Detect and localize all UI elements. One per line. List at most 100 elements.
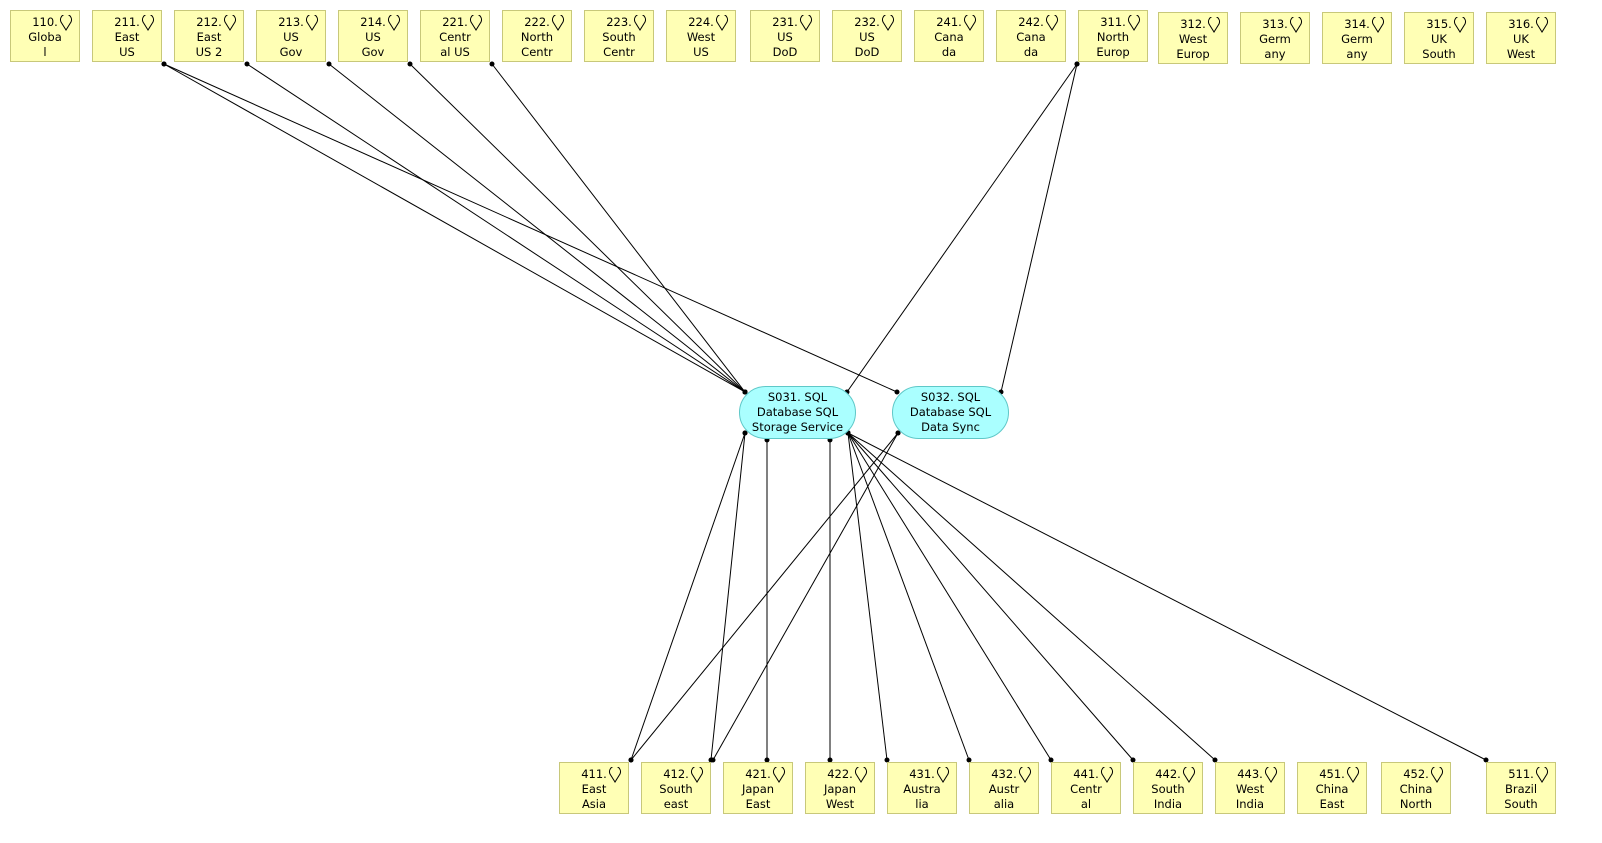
association-line[interactable] <box>328 63 746 393</box>
location-name-line1: China <box>1315 782 1349 796</box>
association-line[interactable] <box>630 432 746 761</box>
association-line[interactable] <box>710 432 746 761</box>
location-name-line2: India <box>1153 797 1183 811</box>
location-pin-icon <box>855 767 867 783</box>
association-line[interactable] <box>846 63 1078 393</box>
association-line[interactable] <box>630 432 899 761</box>
location-name-line1: West <box>686 30 716 44</box>
association-line[interactable] <box>712 432 899 761</box>
location-name-line2: DoD <box>854 45 880 59</box>
association-line[interactable] <box>163 63 746 393</box>
location-name-line1: UK <box>1513 32 1529 46</box>
location-name-line1: North <box>520 30 554 44</box>
connection-endpoint <box>1048 757 1054 763</box>
connection-endpoint <box>894 389 900 395</box>
association-line[interactable] <box>1000 63 1078 393</box>
location-name-line1: Cana <box>1016 30 1046 44</box>
association-line[interactable] <box>847 432 970 761</box>
location-pin-icon <box>552 15 564 31</box>
location-name-line2: east <box>663 797 689 811</box>
location-id: 421. <box>745 767 771 781</box>
location-name-line1: Centr <box>439 30 471 44</box>
location-name-line2: al <box>1080 797 1092 811</box>
service-name-line2: Data Sync <box>921 420 980 434</box>
service-id: S032. SQL <box>920 390 981 404</box>
location-name-line2: South <box>1422 47 1456 61</box>
location-pin-icon <box>1454 17 1466 33</box>
location-name-line1: China <box>1399 782 1433 796</box>
location-pin-icon <box>800 15 812 31</box>
connection-endpoint <box>489 61 495 67</box>
association-line[interactable] <box>409 63 746 393</box>
location-name-line1: US <box>859 30 875 44</box>
location-pin-icon <box>1046 15 1058 31</box>
association-line[interactable] <box>847 432 1134 761</box>
connection-endpoint <box>407 61 413 67</box>
location-id: 316. <box>1508 17 1534 31</box>
location-name-line2: DoD <box>772 45 798 59</box>
location-name-line2: US <box>119 45 135 59</box>
location-id: 211. <box>114 15 140 29</box>
location-pin-icon <box>691 767 703 783</box>
location-pin-icon <box>1372 17 1384 33</box>
location-id: 432. <box>991 767 1017 781</box>
location-name-line2: Gov <box>361 45 385 59</box>
association-line[interactable] <box>491 63 746 393</box>
location-name-line1: West <box>1235 782 1265 796</box>
connection-endpoint <box>895 430 901 436</box>
association-line[interactable] <box>246 63 746 393</box>
connection-endpoint <box>1074 61 1080 67</box>
location-id: 412. <box>663 767 689 781</box>
location-name-line2: l <box>43 45 47 59</box>
location-name-line1: South <box>602 30 636 44</box>
location-name-line2: da <box>1023 45 1039 59</box>
location-name-line1: Globa <box>28 30 62 44</box>
location-id: 110. <box>32 15 58 29</box>
location-name-line1: Germ <box>1341 32 1373 46</box>
association-line[interactable] <box>847 432 1052 761</box>
connection-endpoint <box>1483 757 1489 763</box>
location-name-line2: South <box>1504 797 1538 811</box>
association-line[interactable] <box>163 63 898 393</box>
association-line[interactable] <box>847 432 1216 761</box>
association-line[interactable] <box>847 432 888 761</box>
association-line[interactable] <box>847 432 1487 761</box>
location-name-line2: Centr <box>521 45 553 59</box>
location-id: 312. <box>1180 17 1206 31</box>
location-pin-icon <box>306 15 318 31</box>
location-name-line1: UK <box>1431 32 1447 46</box>
